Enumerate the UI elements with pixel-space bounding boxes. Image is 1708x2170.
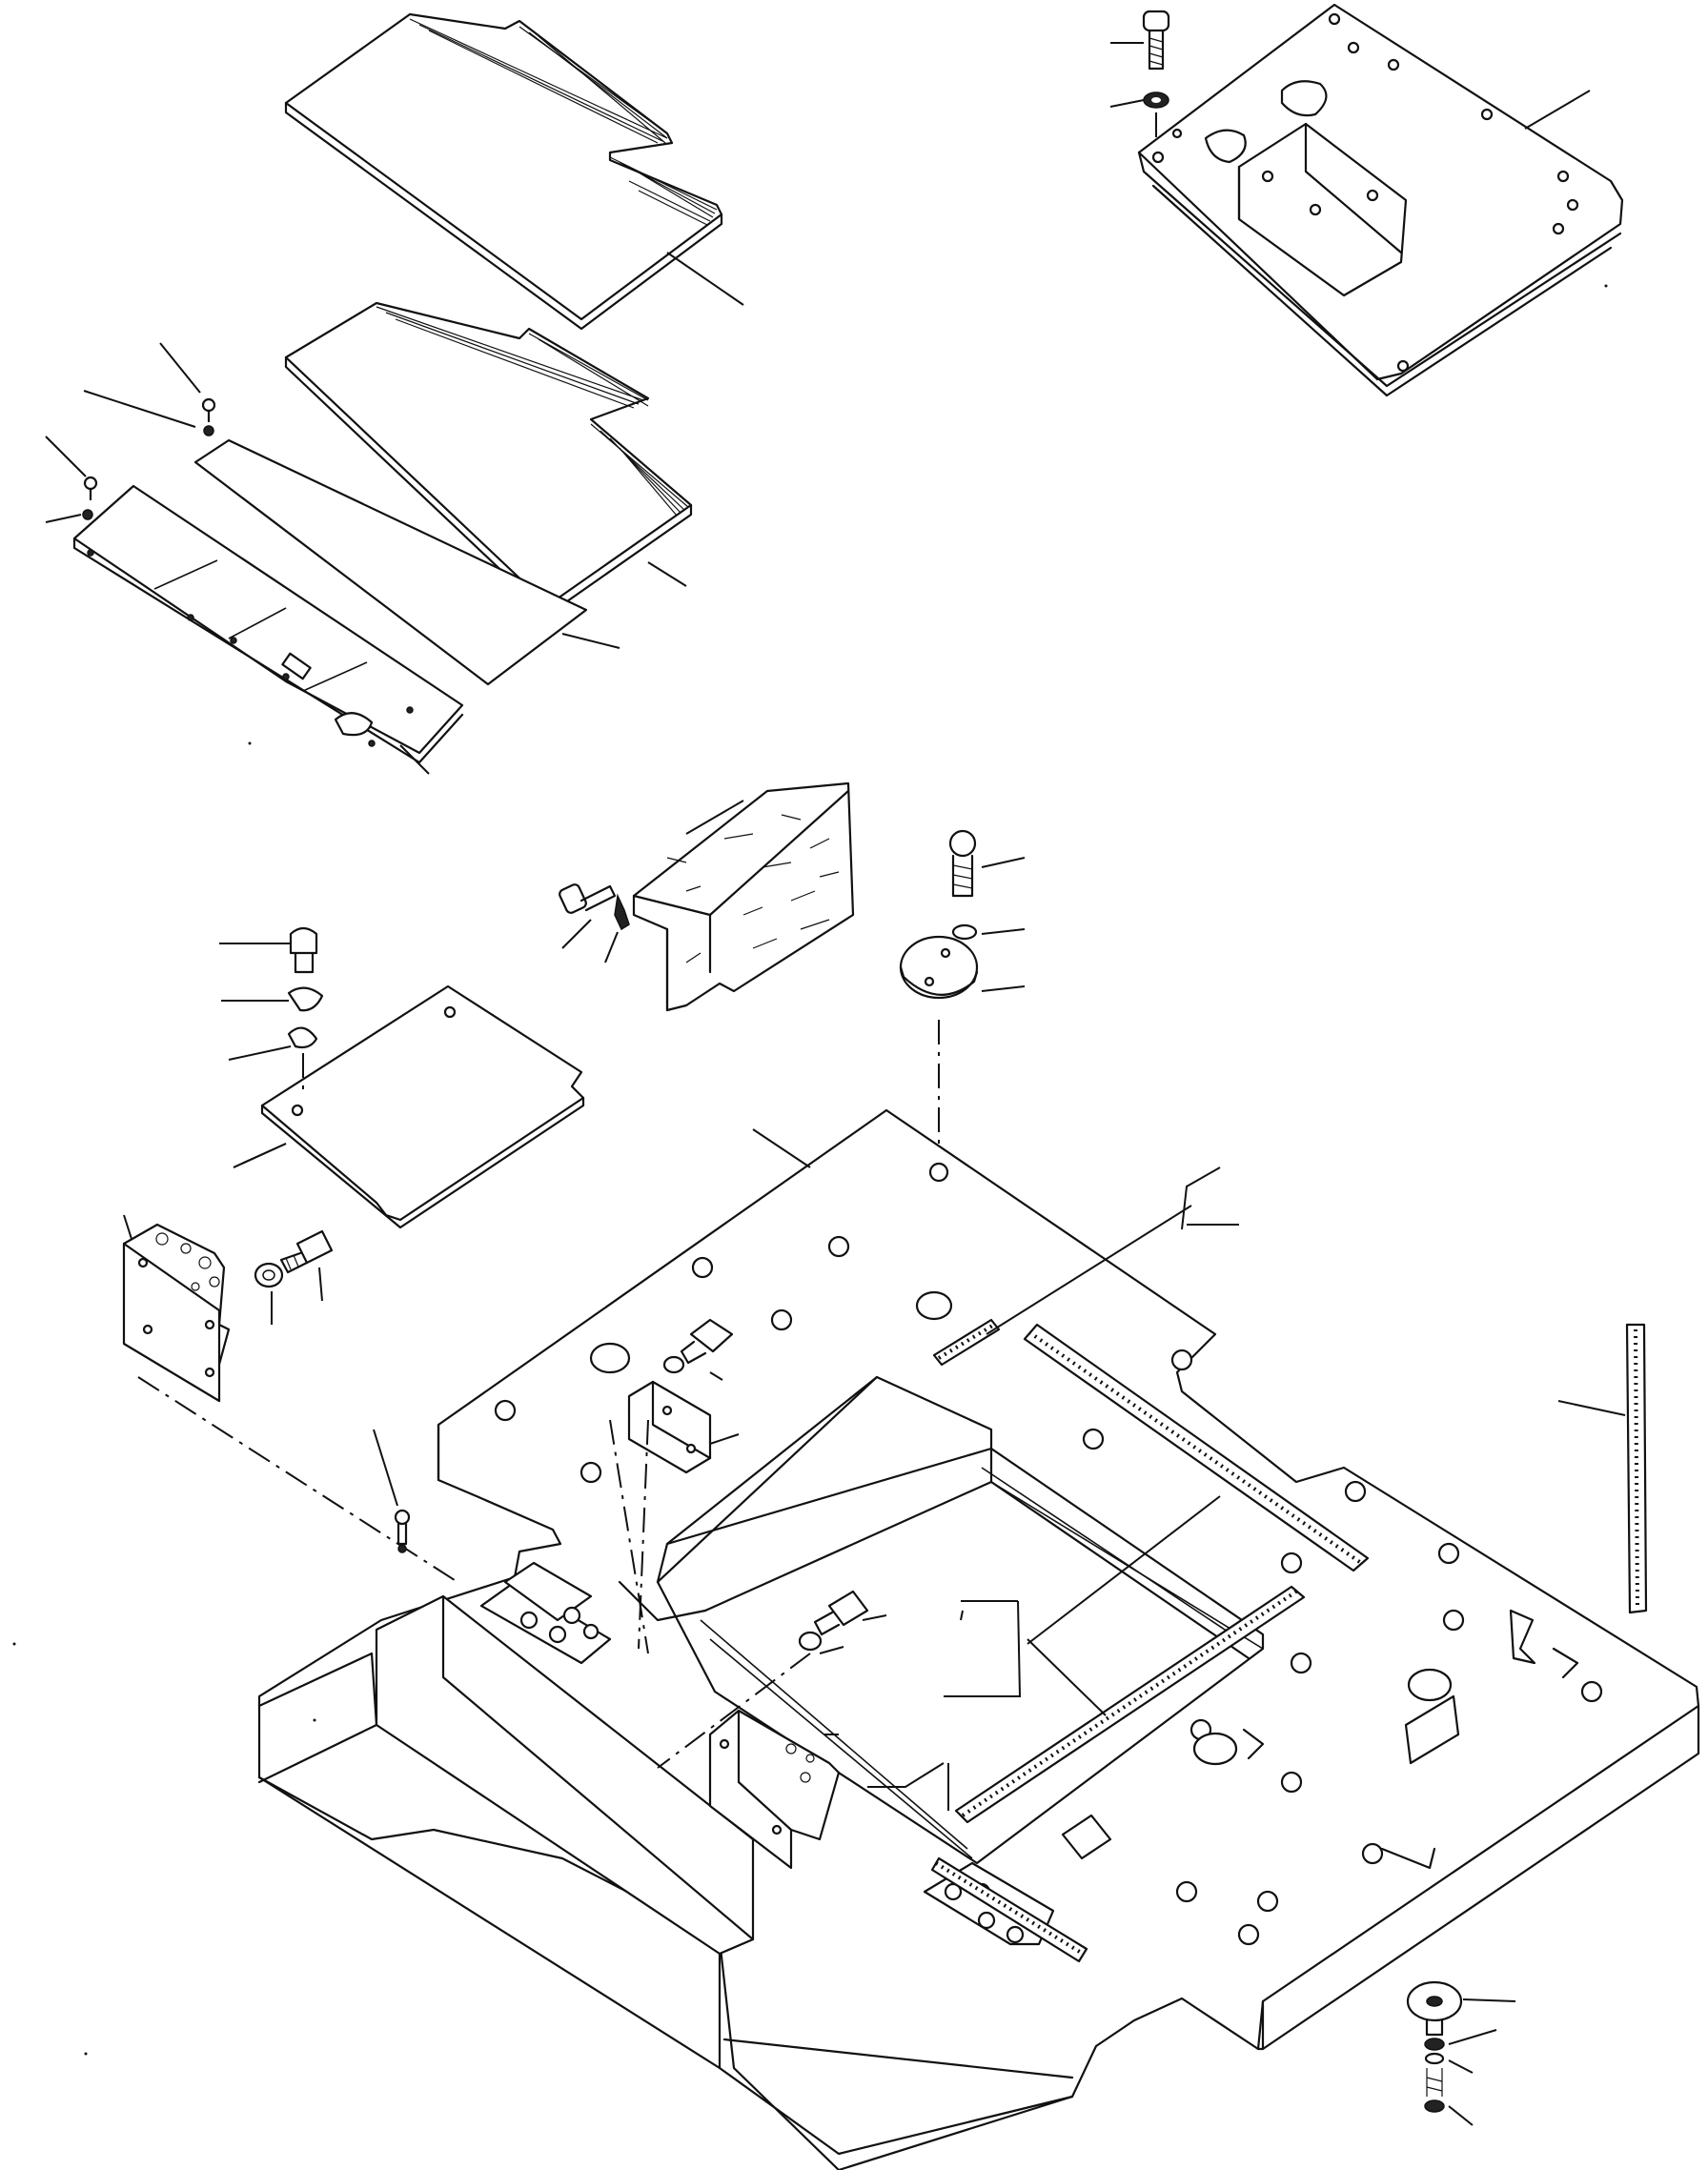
seat-mount-plate [1137,3,1624,397]
rear-wall-bolt [373,1429,411,1553]
floor-cover-plate-sectional [72,438,620,775]
round-cover-disc [899,829,1026,1287]
console-bolts [559,883,630,963]
damper-mount-disc [1406,1980,1516,2126]
floor-frame [257,1108,1700,2170]
small-bracket-center [609,1318,740,1654]
floor-mat-lower [284,301,693,617]
side-bracket-front [657,1590,887,1870]
inspection-cover-plate [233,984,585,1229]
rubber-seal-strip-loose [1557,1323,1648,1614]
side-bracket-left [122,1214,231,1403]
floor-mat-upper [284,12,744,331]
seat-plate-bolt [1109,10,1170,143]
scan-specks [12,284,1608,2056]
mat-screws [45,342,216,523]
console-block [632,781,855,1012]
seal-strips-on-frame [867,1205,1370,1963]
inspection-bolt-stack [219,926,324,1096]
